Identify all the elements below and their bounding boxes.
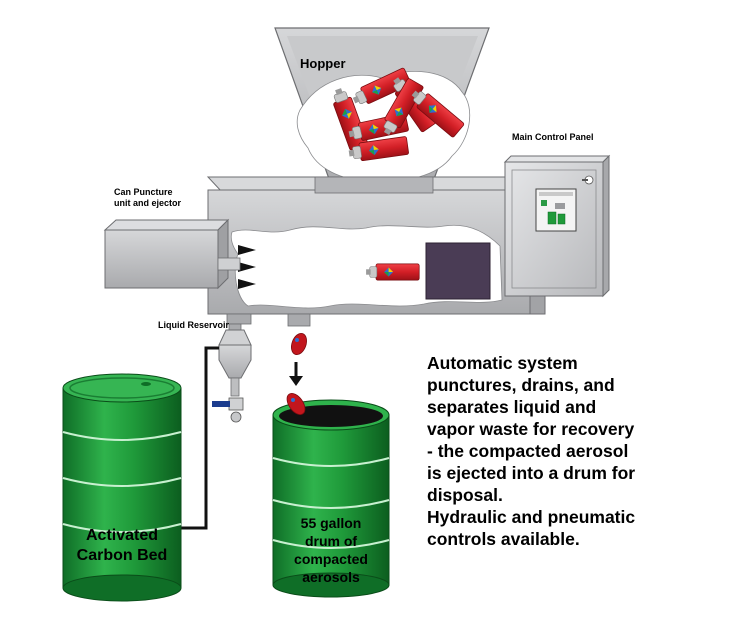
can-puncture-label-line1: Can Puncture [114, 187, 173, 197]
collection-drum-label-line4: aerosols [302, 569, 360, 585]
description-line: - the compacted aerosol [427, 441, 629, 461]
carbon-bed-label-line1: Activated [86, 527, 158, 544]
description-line: controls available. [427, 529, 580, 549]
liquid-reservoir [212, 323, 252, 423]
description-text: Automatic system punctures, drains, and … [427, 352, 727, 550]
carbon-bed-label-line2: Carbon Bed [77, 547, 168, 564]
description-line: vapor waste for recovery [427, 419, 635, 439]
main-control-panel-label: Main Control Panel [512, 132, 594, 142]
description-line: Automatic system [427, 353, 578, 373]
description-line: is ejected into a drum for [427, 463, 636, 483]
collection-drum-label-line3: compacted [294, 551, 368, 567]
description-line: Hydraulic and pneumatic [427, 507, 636, 527]
arrow-down-icon [289, 362, 303, 386]
compactor-ram [425, 242, 491, 300]
hopper: Hopper [274, 27, 490, 191]
main-control-panel [503, 154, 611, 298]
hopper-label: Hopper [300, 56, 346, 71]
description-line: separates liquid and [427, 397, 597, 417]
collection-drum-label-line2: drum of [305, 533, 357, 549]
activated-carbon-bed-drum: Activated Carbon Bed [62, 373, 182, 602]
can-puncture-label-line2: unit and ejector [114, 198, 182, 208]
liquid-reservoir-label: Liquid Reservoir [158, 320, 230, 330]
can-puncture-unit [103, 218, 241, 290]
valve-icon [228, 397, 244, 411]
vapor-line [180, 346, 219, 530]
machine-body [206, 175, 547, 327]
collection-drum: 55 gallon drum of compacted aerosols [272, 399, 390, 598]
description-line: punctures, drains, and [427, 375, 615, 395]
description-line: disposal. [427, 485, 503, 505]
puncture-spike-icon [238, 245, 256, 289]
falling-compacted-can [291, 332, 307, 356]
collection-drum-label-line1: 55 gallon [301, 515, 362, 531]
compacted-can-on-drum [286, 392, 306, 416]
